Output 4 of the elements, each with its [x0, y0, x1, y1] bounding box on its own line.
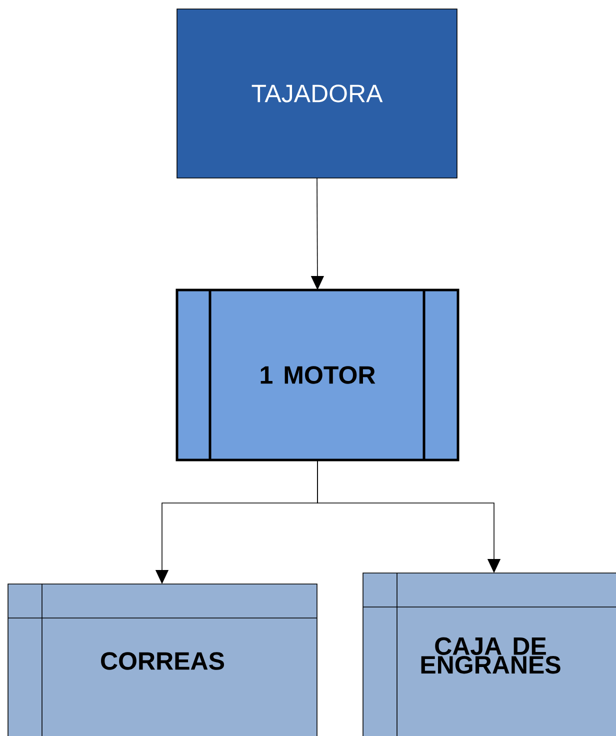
process-box: CORREAS	[8, 584, 318, 736]
process-box: CAJA DE ENGRANES	[362, 572, 616, 736]
process-box: 1 MOTOR	[176, 288, 460, 462]
process-box: TAJADORA	[176, 8, 458, 178]
